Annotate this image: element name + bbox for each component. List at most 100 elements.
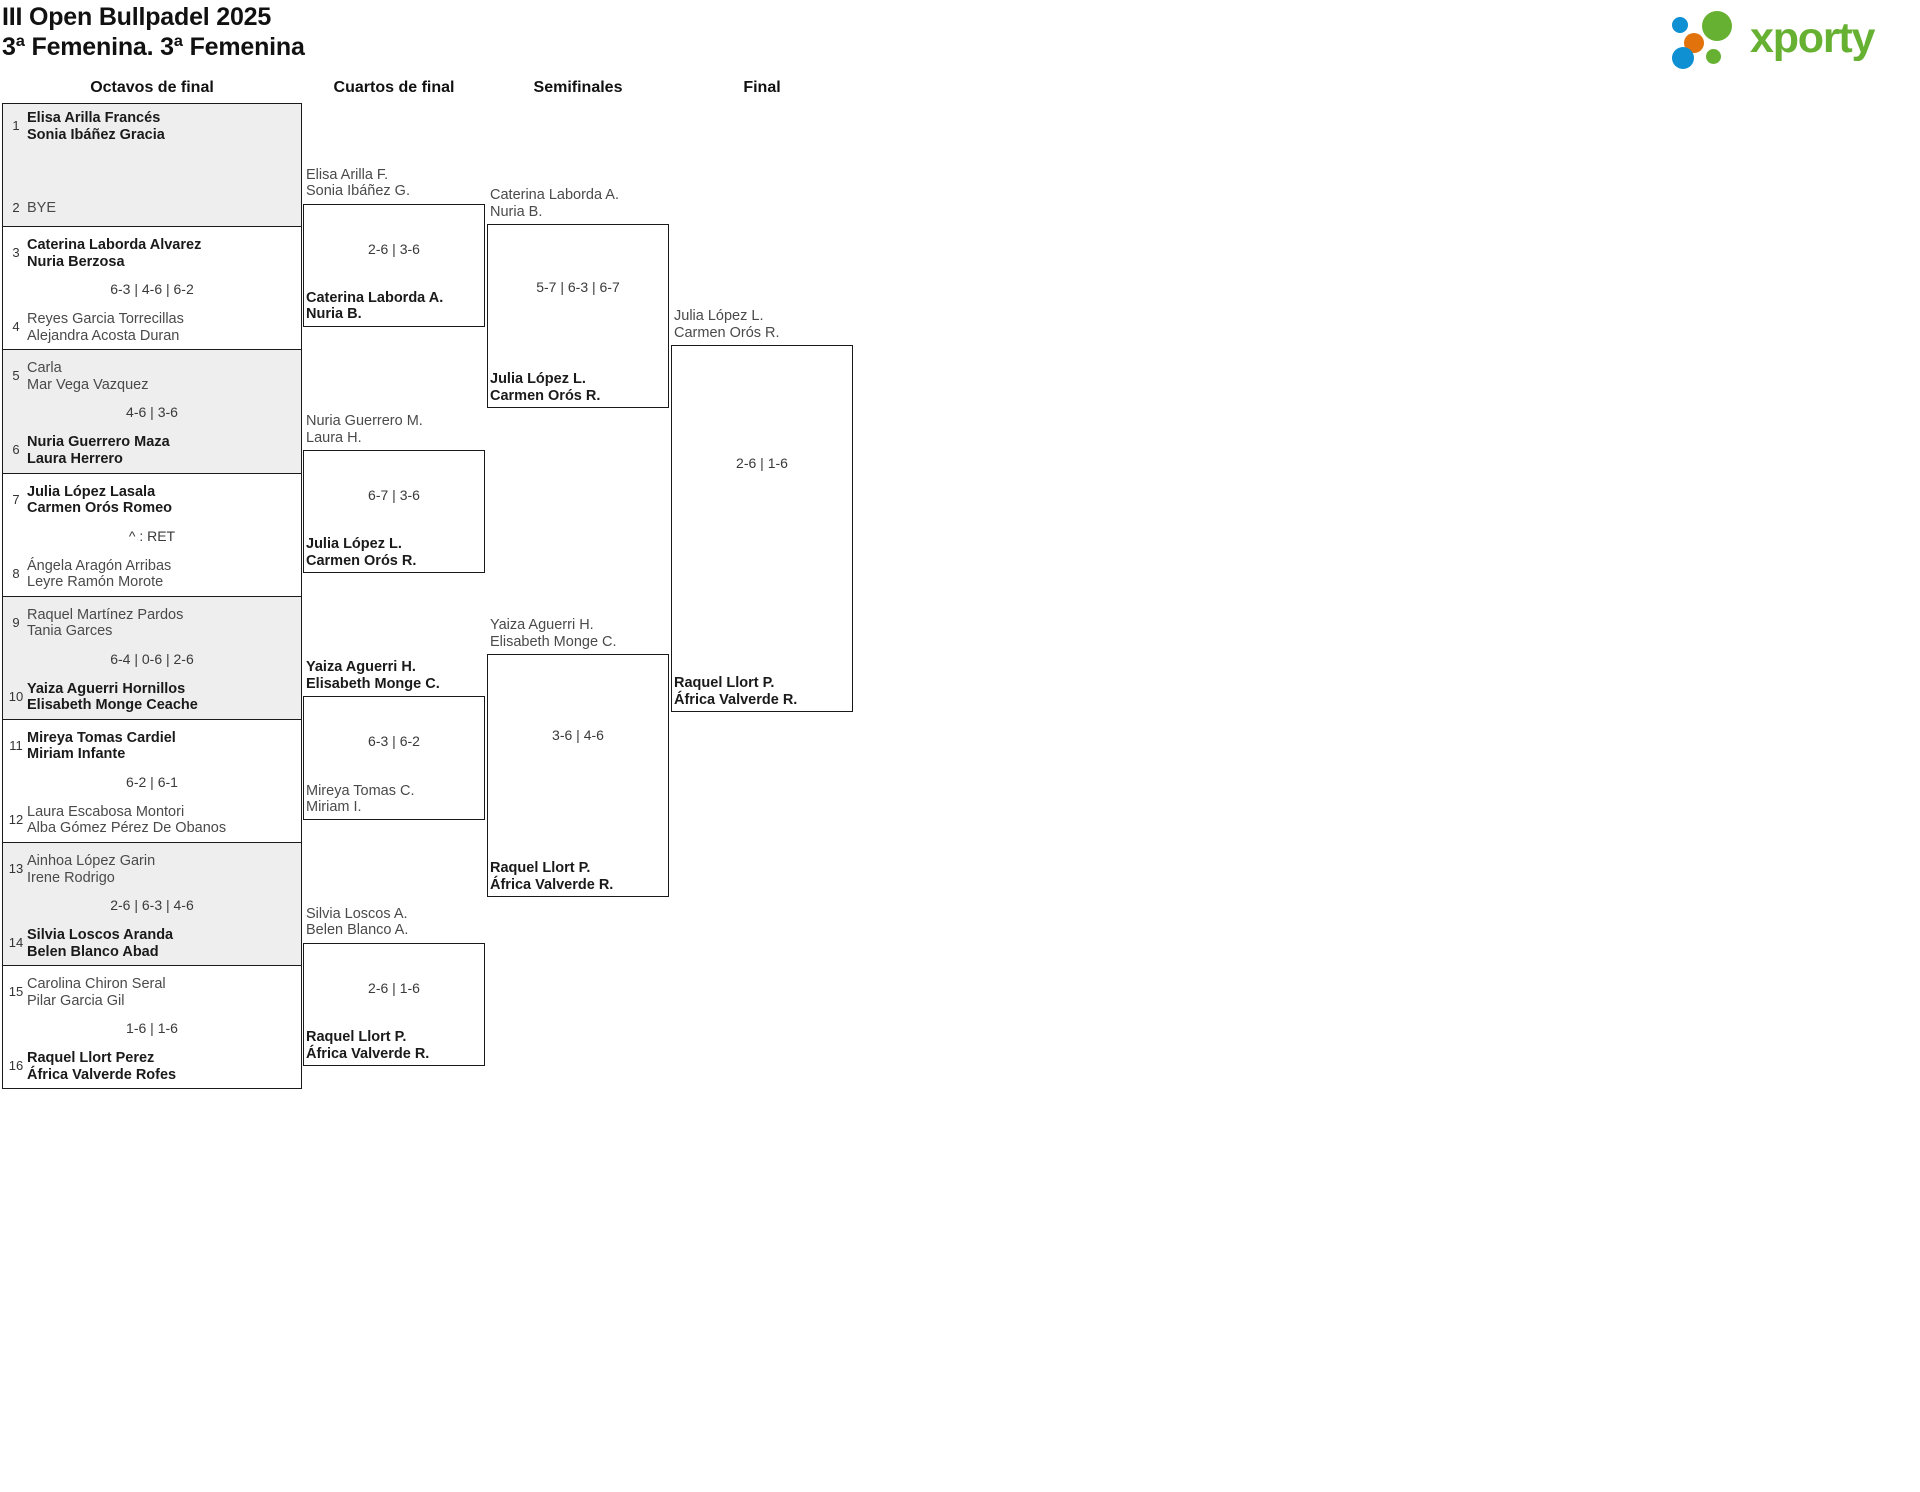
seed-number: 3 bbox=[12, 245, 20, 261]
player-line-2: Irene Rodrigo bbox=[27, 869, 115, 886]
player-line-2: Carmen Orós R. bbox=[674, 324, 780, 341]
player-line-1: Raquel Llort P. bbox=[674, 675, 775, 691]
seed-number: 12 bbox=[8, 811, 24, 827]
logo-dot-green-small bbox=[1706, 49, 1721, 64]
player-line-1: Raquel Llort Perez bbox=[27, 1050, 155, 1067]
cuartos-team-top: Silvia Loscos A.Belen Blanco A. bbox=[306, 906, 408, 939]
match-score: ^ : RET bbox=[128, 527, 176, 544]
seed-number: 6 bbox=[12, 442, 20, 458]
match-score: 6-3 | 6-2 bbox=[368, 733, 420, 750]
cuartos-match-box[interactable] bbox=[303, 696, 485, 820]
bye-label: BYE bbox=[27, 200, 57, 216]
player-line-2: Belen Blanco Abad bbox=[27, 943, 159, 960]
player-line-1: Mireya Tomas Cardiel bbox=[27, 729, 176, 746]
player-line-1: Elisa Arilla F. bbox=[306, 166, 389, 183]
seed-number: 14 bbox=[8, 935, 24, 951]
seed-number: 16 bbox=[8, 1058, 24, 1074]
seed-number: 9 bbox=[12, 614, 20, 630]
seed-number: 10 bbox=[8, 688, 24, 704]
match-score: 5-7 | 6-3 | 6-7 bbox=[536, 279, 620, 296]
semifinal-match-box[interactable] bbox=[487, 224, 669, 408]
tournament-name: III Open Bullpadel 2025 bbox=[2, 3, 272, 31]
player-line-2: África Valverde R. bbox=[674, 691, 798, 708]
final-team-bottom: Raquel Llort P.África Valverde R. bbox=[674, 675, 797, 708]
match-score: 1-6 | 1-6 bbox=[126, 1020, 178, 1037]
player-line-2: Alejandra Acosta Duran bbox=[27, 327, 180, 344]
player-line-1: Raquel Martínez Pardos bbox=[27, 606, 184, 623]
round-heading-cuartos: Cuartos de final bbox=[333, 79, 455, 96]
player-line-2: Belen Blanco A. bbox=[306, 922, 409, 939]
match-score: 6-7 | 3-6 bbox=[368, 486, 420, 503]
player-line-1: Caterina Laborda A. bbox=[490, 187, 619, 203]
player-line-1: Carla bbox=[27, 360, 62, 377]
player-line-1: Silvia Loscos Aranda bbox=[27, 927, 174, 944]
player-line-2: África Valverde R. bbox=[306, 1045, 430, 1062]
player-line-2: África Valverde Rofes bbox=[27, 1066, 177, 1083]
player-line-2: Elisabeth Monge C. bbox=[490, 633, 617, 650]
player-line-2: Nuria B. bbox=[306, 306, 362, 323]
player-line-1: Elisa Arilla Francés bbox=[27, 110, 161, 126]
cuartos-team-top: Elisa Arilla F.Sonia Ibáñez G. bbox=[306, 167, 410, 200]
round-heading-final: Final bbox=[743, 79, 781, 96]
semifinal-team-bottom: Julia López L.Carmen Orós R. bbox=[490, 371, 600, 404]
player-line-2: Pilar Garcia Gil bbox=[27, 992, 125, 1009]
player-line-1: Yaiza Aguerri Hornillos bbox=[27, 680, 186, 697]
logo-dot-blue-small bbox=[1672, 17, 1688, 33]
final-team-top: Julia López L.Carmen Orós R. bbox=[674, 308, 780, 341]
player-line-1: Julia López L. bbox=[306, 536, 402, 553]
semifinal-team-bottom: Raquel Llort P.África Valverde R. bbox=[490, 860, 613, 893]
cuartos-match-box[interactable] bbox=[303, 450, 485, 574]
seed-number: 5 bbox=[12, 368, 20, 384]
seed-number: 13 bbox=[8, 861, 24, 877]
player-line-1: Caterina Laborda A. bbox=[306, 289, 444, 306]
player-line-1: Reyes Garcia Torrecillas bbox=[27, 311, 184, 328]
xporty-logo[interactable]: xporty bbox=[1672, 7, 1912, 69]
semifinal-team-top: Caterina Laborda A.Nuria B. bbox=[490, 187, 619, 220]
player-line-1: Nuria Guerrero Maza bbox=[27, 434, 170, 451]
player-line-2: Elisabeth Monge C. bbox=[306, 675, 440, 692]
player-line-1: Laura Escabosa Montori bbox=[27, 803, 185, 820]
seed-number: 2 bbox=[12, 200, 20, 215]
player-line-2: Tania Garces bbox=[27, 623, 113, 640]
player-line-1: Raquel Llort P. bbox=[490, 860, 591, 876]
player-line-2: Sonia Ibáñez Gracia bbox=[27, 126, 165, 143]
logo-dot-green-large bbox=[1702, 11, 1732, 41]
cuartos-match-box[interactable] bbox=[303, 203, 485, 327]
match-score: 3-6 | 4-6 bbox=[552, 726, 604, 743]
match-score: 6-4 | 0-6 | 2-6 bbox=[110, 650, 194, 667]
logo-dot-blue-large bbox=[1672, 47, 1694, 69]
semifinal-match-box[interactable] bbox=[487, 654, 669, 897]
match-score: 4-6 | 3-6 bbox=[126, 404, 178, 421]
seed-number: 15 bbox=[8, 984, 24, 1000]
seed-number: 11 bbox=[9, 737, 23, 753]
cuartos-match-box[interactable] bbox=[303, 942, 485, 1066]
seed-number: 7 bbox=[12, 491, 20, 507]
player-line-1: Ángela Aragón Arribas bbox=[27, 557, 172, 574]
final-match-box[interactable] bbox=[671, 345, 853, 712]
player-line-2: Carmen Orós R. bbox=[306, 552, 417, 569]
semifinal-team-top: Yaiza Aguerri H.Elisabeth Monge C. bbox=[490, 617, 617, 650]
match-score: 2-6 | 3-6 bbox=[368, 240, 420, 257]
player-line-1: Silvia Loscos A. bbox=[306, 905, 408, 922]
player-line-1: Julia López Lasala bbox=[27, 483, 156, 500]
player-line-2: Carmen Orós R. bbox=[490, 387, 601, 404]
player-line-1: Julia López L. bbox=[674, 308, 764, 324]
player-line-2: Miriam I. bbox=[306, 799, 362, 816]
cuartos-team-bottom: Caterina Laborda A.Nuria B. bbox=[306, 290, 443, 323]
player-line-2: Nuria Berzosa bbox=[27, 253, 125, 270]
player-line-2: Sonia Ibáñez G. bbox=[306, 183, 410, 200]
